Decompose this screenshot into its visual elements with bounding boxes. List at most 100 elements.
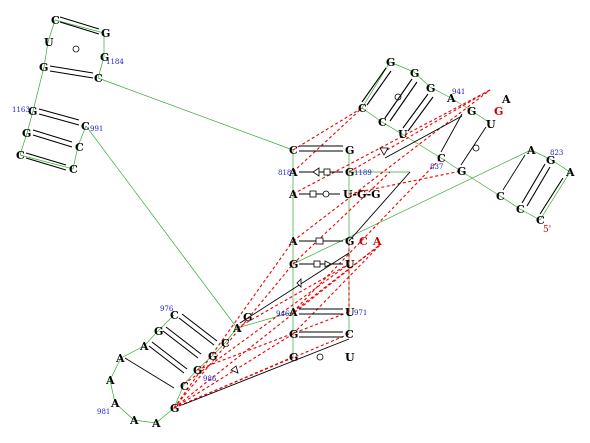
nucleotide: A [501, 93, 511, 106]
nucleotide: G [193, 364, 202, 377]
pair-line [124, 357, 175, 389]
backbone-link-946 [236, 311, 294, 329]
wc-pair [384, 78, 413, 119]
wc-pair [165, 326, 202, 355]
tertiary-line [292, 89, 491, 242]
wc-pair [151, 341, 188, 370]
nucleotide: G [100, 51, 109, 64]
nucleotide: C [496, 190, 505, 203]
wc-pair [38, 113, 80, 126]
wc-pair [25, 157, 67, 171]
tertiary-line [292, 107, 363, 173]
position-number: 976 [160, 305, 174, 313]
position-number: 991 [90, 125, 103, 133]
noncanonical-triangle [312, 167, 320, 177]
nucleotide: C [536, 214, 545, 227]
nucleotide: C [345, 328, 354, 341]
nucleotide: U [486, 118, 496, 131]
wc-pair [32, 129, 73, 143]
tertiary-line [348, 170, 462, 195]
pair-line [181, 338, 350, 406]
nucleotide: C [516, 203, 525, 216]
nucleotide: G [345, 144, 354, 157]
position-number: 986 [203, 375, 217, 383]
wc-pair [402, 93, 429, 129]
nucleotide: G [243, 311, 252, 324]
position-number: 971 [354, 309, 367, 317]
backbone-link-823 [292, 149, 532, 265]
backbone-helix-lower-right [173, 327, 238, 409]
position-number: 981 [97, 408, 110, 416]
position-number: 837 [430, 163, 443, 171]
position-number: 1184 [106, 58, 124, 66]
position-number: 946 [276, 310, 290, 318]
nucleotide: C [437, 152, 446, 165]
nucleotide: C [75, 141, 84, 154]
noncanonical-square [315, 237, 324, 245]
noncanonical-circle [316, 353, 324, 361]
backbone-hairpin-right-upper [530, 149, 571, 221]
nucleotide: C [51, 14, 60, 27]
nucleotide: A [288, 166, 298, 179]
nucleotide: A [139, 340, 149, 353]
nucleotide: G [467, 105, 476, 118]
pair-line [384, 115, 463, 159]
nucleotide: G [345, 166, 354, 179]
nucleotide: C [378, 116, 387, 129]
nucleotide: G [289, 351, 298, 364]
wc-pair [407, 96, 434, 132]
tertiary-interactions [173, 89, 491, 409]
noncanonical-square [323, 168, 331, 176]
wc-pair [32, 134, 73, 148]
nucleotide: A [110, 397, 120, 410]
wc-pair [539, 177, 564, 215]
nucleotide: U [345, 306, 355, 319]
nucleotide: G [170, 402, 179, 415]
backbone-lines [19, 19, 571, 424]
nucleotide: G [39, 61, 48, 74]
nucleotide: G [28, 105, 37, 118]
noncanonical-square [313, 260, 321, 268]
nucleotide: G [546, 154, 555, 167]
pair-line [440, 113, 463, 153]
wc-pair [49, 65, 94, 74]
nucleotide: G [410, 67, 419, 80]
nucleotide: G [289, 328, 298, 341]
nucleotide: A [446, 92, 456, 105]
nucleotide: G [154, 325, 163, 338]
position-numbers: 1184 1163 991 941 818 1189 837 823 976 9… [12, 58, 563, 416]
noncanonical-circle [472, 144, 480, 152]
wc-pair [38, 108, 80, 121]
tertiary-line [292, 107, 363, 151]
nucleotide: A [288, 188, 298, 201]
noncanonical-diamond [296, 278, 302, 288]
nucleotide: C [180, 380, 189, 393]
wc-pair [178, 317, 215, 346]
tertiary-line [292, 243, 382, 313]
wc-pair [521, 163, 546, 204]
tertiary-line [173, 240, 294, 409]
nucleotide: C [69, 163, 78, 176]
nucleotide-letters: C U G G G C G G C C C C G G G C A C U G … [16, 14, 575, 430]
tertiary-line [236, 263, 350, 329]
nucleotide: G [101, 27, 110, 40]
backbone-link-1184-818 [97, 77, 294, 151]
wc-pair [181, 313, 218, 342]
nucleotide: C [170, 309, 179, 322]
position-number: 818 [278, 169, 291, 177]
backbone-helix-lower-left [109, 314, 175, 424]
noncanonical-circle [322, 190, 330, 198]
nucleotide: C [358, 102, 367, 115]
tertiary-line [173, 333, 294, 409]
wc-pair [162, 330, 199, 359]
pair-line [348, 171, 411, 242]
nucleotide: G [208, 350, 217, 363]
nucleotide: A [288, 235, 298, 248]
nucleotide: A [288, 306, 298, 319]
nucleotide: C [94, 72, 103, 85]
nucleotide: A [105, 374, 115, 387]
wc-pair [361, 67, 387, 103]
nucleotide: G [457, 165, 466, 178]
backbone-link-837 [460, 170, 501, 197]
nucleotide: A [129, 414, 139, 427]
